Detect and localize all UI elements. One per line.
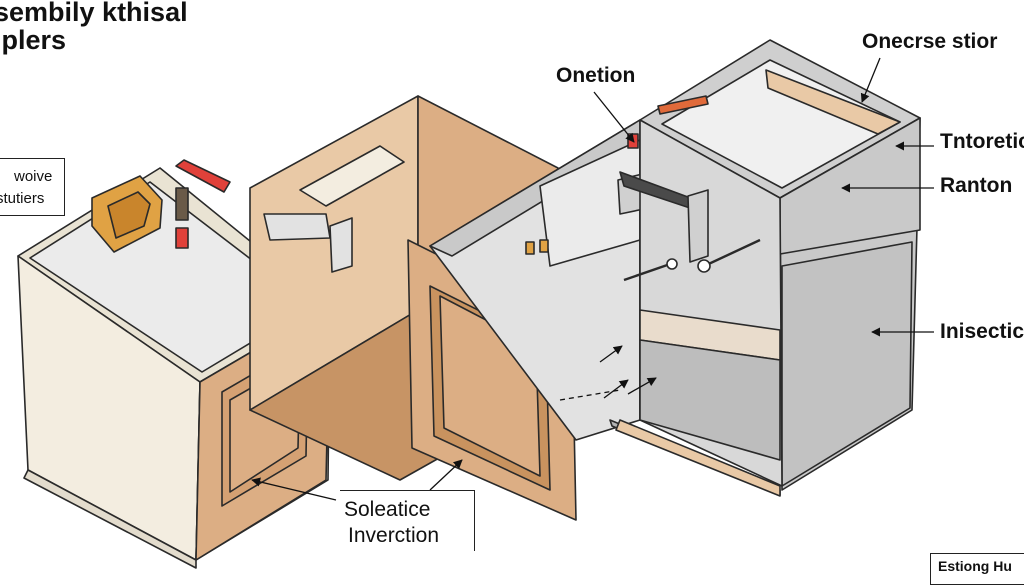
diagram-title-line2: iplers	[0, 25, 67, 55]
label-inisection: Inisectic	[940, 320, 1024, 343]
label-stutiers: stutiers	[0, 190, 45, 207]
screws	[623, 238, 761, 282]
label-estiong: Estiong Hu	[938, 558, 1012, 574]
arrow-drawer-1	[599, 345, 623, 363]
arrow-onetion	[593, 91, 635, 143]
left-callout-box	[0, 158, 65, 216]
label-tntoretic: Tntoretic	[940, 130, 1024, 153]
arrow-soleatice	[251, 477, 337, 501]
dashed-guide	[559, 389, 621, 401]
arrow-inverction	[429, 459, 463, 491]
bracket-hardware	[91, 175, 163, 253]
arrow-onecrse-stior	[860, 57, 881, 103]
drawer-slide	[619, 171, 709, 263]
label-inverction: Inverction	[348, 524, 440, 547]
diagram-title-line1: sembily kthisal	[0, 0, 188, 27]
label-ranton: Ranton	[940, 174, 1013, 197]
red-hinge-pin	[175, 159, 231, 249]
label-onecrse-stior: Onecrse stior	[862, 30, 998, 53]
small-clips	[525, 239, 549, 255]
arrow-drawer-3	[603, 379, 629, 399]
bottom-callout-box	[340, 490, 475, 551]
cabinet-assembly-diagram	[17, 39, 934, 569]
label-onetion: Onetion	[556, 64, 636, 87]
label-woive: woive	[14, 168, 53, 185]
arrow-drawer-2	[627, 377, 657, 395]
label-soleatice: Soleatice	[344, 498, 431, 521]
